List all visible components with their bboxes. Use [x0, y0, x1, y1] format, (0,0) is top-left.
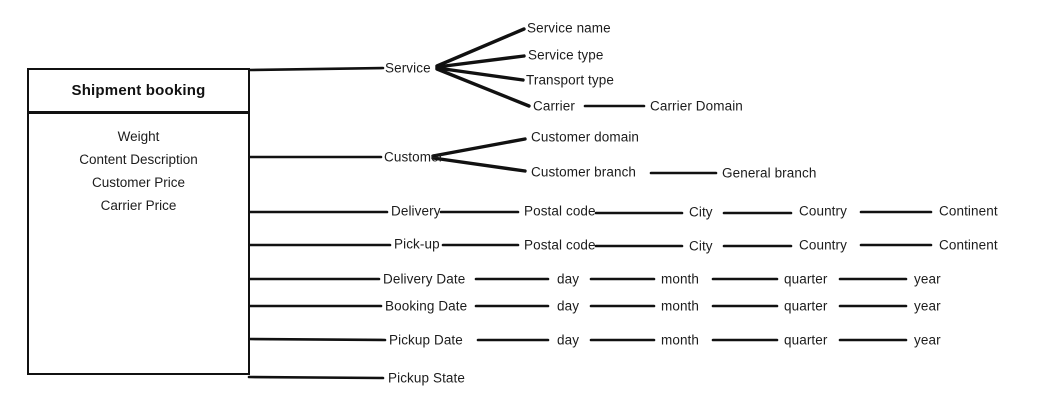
node-customer: Customer [384, 149, 444, 165]
entity-header: Shipment booking [29, 70, 248, 114]
node-booking-date: Booking Date [385, 298, 468, 314]
node-pickup-date-day: day [557, 332, 580, 348]
node-pickup-country: Country [799, 237, 847, 253]
node-customer-domain: Customer domain [531, 129, 640, 145]
node-booking-date-month: month [661, 298, 700, 314]
edge-service-carrier [435, 67, 531, 108]
node-pickup-date-quarter: quarter [784, 332, 828, 348]
entity-attribute-content-description: Content Description [79, 152, 198, 167]
edge-service-transport-type [435, 66, 525, 82]
edge-service-service-name [435, 27, 526, 68]
node-delivery-continent: Continent [939, 203, 998, 219]
node-delivery-date: Delivery Date [383, 271, 466, 287]
node-delivery: Delivery [391, 203, 441, 219]
edge-customer-customer-branch [431, 156, 527, 173]
node-delivery-country: Country [799, 203, 847, 219]
edge-entity-pickup-date [247, 337, 387, 342]
node-pickup-postal-code: Postal code [524, 237, 596, 253]
node-service-name: Service name [527, 20, 611, 36]
node-service-type: Service type [528, 47, 604, 63]
node-delivery-date-day: day [557, 271, 580, 287]
node-delivery-date-month: month [661, 271, 700, 287]
node-pickup-date-year: year [914, 332, 941, 348]
node-general-branch: General branch [722, 165, 817, 181]
node-delivery-city: City [689, 204, 713, 220]
node-transport-type: Transport type [526, 72, 614, 88]
node-booking-date-day: day [557, 298, 580, 314]
node-delivery-date-quarter: quarter [784, 271, 828, 287]
node-carrier: Carrier [533, 98, 575, 114]
node-booking-date-year: year [914, 298, 941, 314]
entity-title: Shipment booking [71, 82, 206, 99]
node-pickup: Pick-up [394, 236, 440, 252]
entity-attribute-weight: Weight [117, 129, 160, 144]
entity-attribute-carrier-price: Carrier Price [100, 198, 177, 213]
entity-attribute-list: Weight Content Description Customer Pric… [29, 114, 248, 217]
node-carrier-domain: Carrier Domain [650, 98, 743, 114]
edge-entity-pickup-state [247, 375, 385, 380]
node-pickup-city: City [689, 238, 713, 254]
node-pickup-date: Pickup Date [389, 332, 463, 348]
node-pickup-date-month: month [661, 332, 700, 348]
edge-customer-customer-domain [431, 137, 527, 158]
node-customer-branch: Customer branch [531, 164, 637, 180]
node-pickup-state: Pickup State [388, 370, 465, 386]
node-booking-date-quarter: quarter [784, 298, 828, 314]
edge-service-service-type [435, 54, 526, 69]
node-delivery-date-year: year [914, 271, 941, 287]
entity-attribute-customer-price: Customer Price [91, 175, 186, 190]
entity-shipment-booking: Shipment booking Weight Content Descript… [27, 68, 250, 375]
node-pickup-continent: Continent [939, 237, 998, 253]
node-service: Service [385, 60, 431, 76]
edge-entity-service [247, 66, 385, 72]
node-delivery-postal-code: Postal code [524, 203, 596, 219]
